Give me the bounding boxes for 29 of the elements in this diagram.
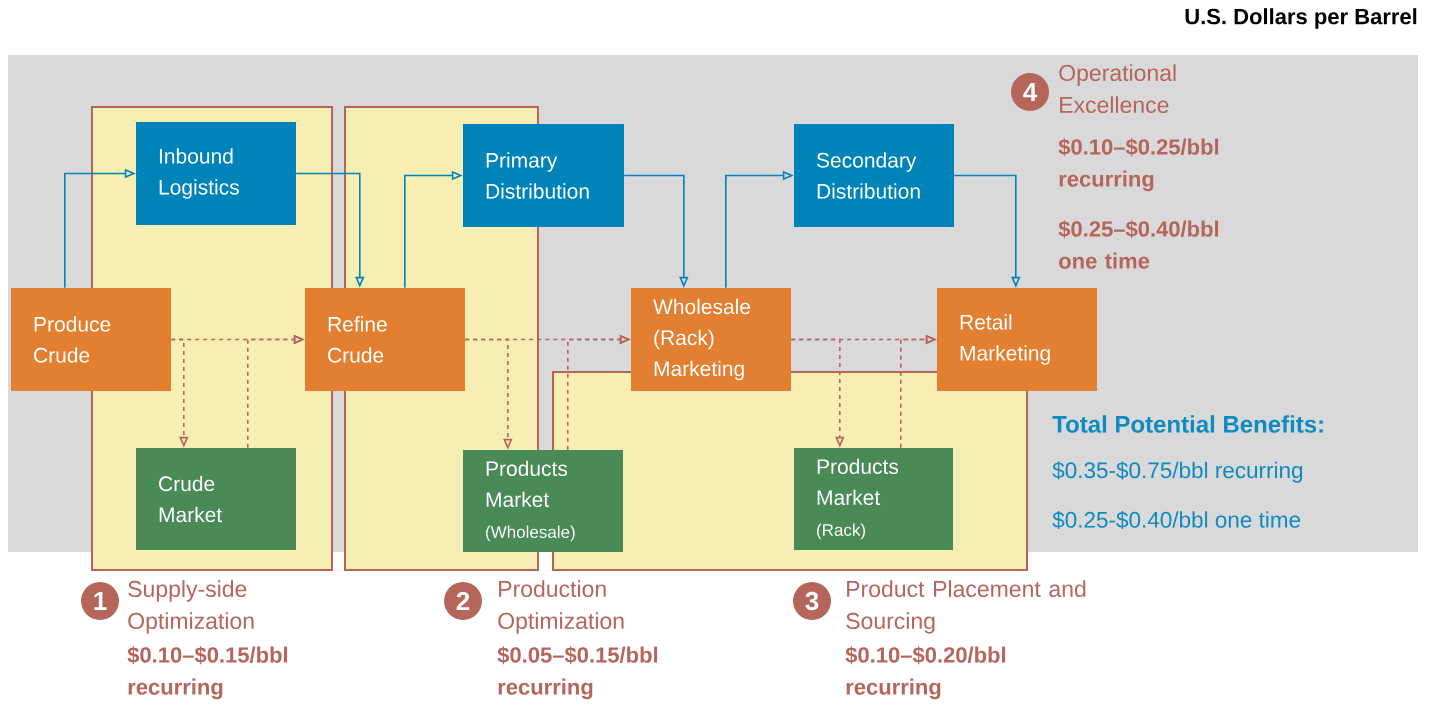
process-box: Produce Crude xyxy=(11,288,171,391)
section-heading: Production Optimization xyxy=(498,580,624,634)
number-badge: 4 xyxy=(1011,73,1049,111)
process-box: Refine Crude xyxy=(305,288,465,391)
total-text: $0.25-$0.40/bbl one time xyxy=(1052,510,1301,530)
process-box: Secondary Distribution xyxy=(794,124,954,227)
market-box: Products Market (Rack) xyxy=(794,448,953,550)
process-box: Inbound Logistics xyxy=(136,122,296,225)
market-box: Crude Market xyxy=(136,448,296,550)
node-label: Products Market xyxy=(817,458,899,506)
market-box: Products Market (Wholesale) xyxy=(463,450,623,552)
savings-text: $0.25–$0.40/bbl one time xyxy=(1058,220,1219,269)
number-badge: 2 xyxy=(444,582,482,620)
savings-text: $0.10–$0.15/bbl recurring xyxy=(127,646,288,700)
process-box: Retail Marketing xyxy=(937,288,1097,391)
node-label: (Rack) xyxy=(817,523,866,540)
number-badge: 3 xyxy=(793,582,831,620)
total-text: $0.35-$0.75/bbl recurring xyxy=(1052,461,1303,483)
process-box: Primary Distribution xyxy=(463,124,624,227)
section-heading: Product Placement and Sourcing xyxy=(846,580,1086,634)
number-badge: 1 xyxy=(81,582,119,620)
process-box: Wholesale (Rack) Marketing xyxy=(631,288,791,391)
total-heading: Total Potential Benefits: xyxy=(1052,415,1323,433)
section-heading: Supply-side Optimization xyxy=(128,580,254,634)
savings-text: $0.10–$0.25/bbl recurring xyxy=(1058,138,1219,192)
chart-title: U.S. Dollars per Barrel xyxy=(1185,8,1417,29)
section-heading: Operational Excellence xyxy=(1059,64,1176,114)
savings-text: $0.05–$0.15/bbl recurring xyxy=(497,646,658,700)
savings-text: $0.10–$0.20/bbl recurring xyxy=(845,646,1006,700)
